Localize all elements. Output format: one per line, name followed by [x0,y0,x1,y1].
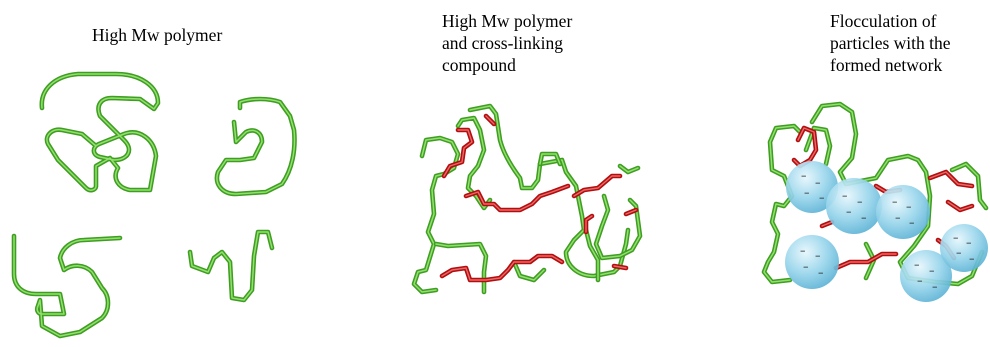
polymer-chain-1 [39,71,161,193]
negative-charge: – [953,231,959,244]
negative-charge: – [818,266,824,279]
panel-2-caption-line-1: High Mw polymer [442,11,573,31]
negative-charge: – [906,200,912,213]
panel-3-caption: Flocculation of particles with the forme… [830,10,951,76]
charged-particle-1: – – – – [786,161,838,213]
negative-charge: – [861,211,867,224]
negative-charge: – [842,189,848,202]
panel-2-caption: High Mw polymer and cross-linking compou… [442,10,572,76]
negative-charge: – [969,252,975,265]
polymer-chain-3 [11,233,123,339]
negative-charge: – [815,176,821,189]
panel-3-caption-line-2: particles with the [830,33,951,53]
cross-linking-compound [439,113,639,283]
negative-charge: – [914,258,920,271]
polymer-chain-4 [187,229,275,303]
negative-charge: – [932,280,938,293]
panel-2-caption-line-2: and cross-linking [442,33,564,53]
panel-1-caption-line-1: High Mw polymer [92,25,223,45]
negative-charge: – [909,216,915,229]
panel-1-caption: High Mw polymer [92,24,222,46]
negative-charge: – [929,264,935,277]
charged-particle-2: – – – – [826,178,882,234]
negative-charge: – [956,246,962,259]
charged-particle-4: – – – – [785,235,839,289]
charged-particle-3: – – – – [876,185,930,239]
negative-charge: – [917,274,923,287]
network-polymer-chains [411,103,643,295]
negative-charge: – [857,195,863,208]
negative-charge: – [846,205,852,218]
panel-2-caption-line-3: compound [442,55,516,75]
negative-charge: – [815,249,821,262]
negative-charge: – [819,191,825,204]
panel-1-polymer-chains [11,71,297,339]
charged-particle-6: – – – – [940,224,988,272]
panel-3-caption-line-3: formed network [830,55,943,75]
negative-charge: – [803,260,809,273]
polymer-chain-2 [214,96,297,197]
negative-charge: – [892,195,898,208]
panel-3-flocculation: – – – – – – – – – – – – – – – – – [761,101,989,302]
negative-charge: – [804,186,810,199]
negative-charge: – [801,169,807,182]
negative-charge: – [966,236,972,249]
negative-charge: – [800,244,806,257]
charged-particle-5: – – – – [900,250,952,302]
panel-3-caption-line-1: Flocculation of [830,11,937,31]
panel-2-crosslinked-network [411,103,643,295]
negative-charge: – [895,211,901,224]
